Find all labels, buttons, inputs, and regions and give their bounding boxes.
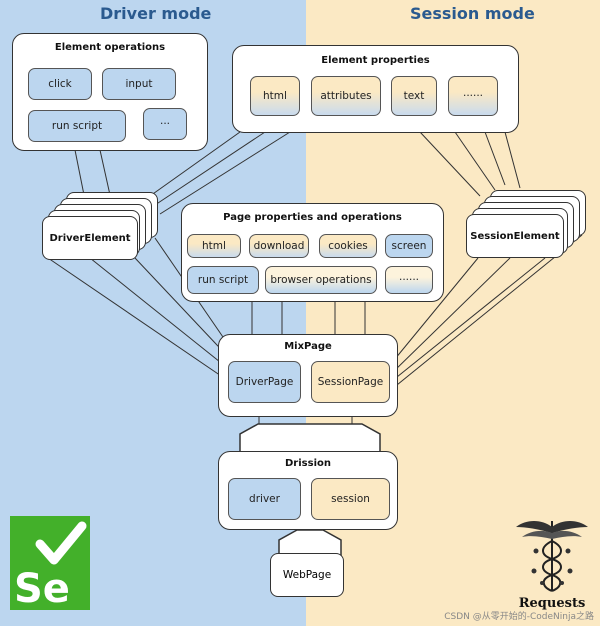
- op-click: click: [28, 68, 92, 100]
- op-run-script: run script: [28, 110, 126, 142]
- csdn-watermark: CSDN @从零开始的-CodeNinja之路: [444, 612, 594, 622]
- element-properties-title: Element properties: [321, 55, 430, 66]
- mixpage-box: MixPage DriverPage SessionPage: [218, 334, 398, 417]
- drission-box: Drission driver session: [218, 451, 398, 530]
- selenium-logo-text: Se: [14, 566, 70, 610]
- op-input: input: [102, 68, 176, 100]
- requests-logo-text: Requests: [519, 596, 586, 611]
- page-properties-box: Page properties and operations html down…: [181, 203, 444, 302]
- element-operations-box: Element operations click input run scrip…: [12, 33, 208, 151]
- webpage-box: WebPage: [270, 553, 344, 597]
- driver-page: DriverPage: [228, 361, 301, 403]
- page-run-script: run script: [187, 266, 259, 294]
- prop-html: html: [250, 76, 300, 116]
- session-element: SessionElement: [466, 214, 564, 258]
- session-page: SessionPage: [311, 361, 390, 403]
- mixpage-title: MixPage: [284, 341, 332, 352]
- page-more: ······: [385, 266, 433, 294]
- page-browser-operations: browser operations: [265, 266, 377, 294]
- prop-more: ······: [448, 76, 498, 116]
- page-properties-title: Page properties and operations: [223, 212, 402, 223]
- drission-title: Drission: [285, 458, 331, 469]
- page-download: download: [249, 234, 309, 258]
- page-html: html: [187, 234, 241, 258]
- prop-text: text: [391, 76, 437, 116]
- driver-mode-title: Driver mode: [100, 4, 212, 23]
- drission-session: session: [311, 478, 390, 520]
- element-operations-title: Element operations: [54, 42, 166, 53]
- page-cookies: cookies: [319, 234, 377, 258]
- session-mode-title: Session mode: [410, 4, 535, 23]
- page-screen: screen: [385, 234, 433, 258]
- selenium-logo: Se: [10, 516, 90, 612]
- op-more: ···: [143, 108, 187, 140]
- requests-logo: Requests: [512, 515, 592, 613]
- driver-element: DriverElement: [42, 216, 138, 260]
- element-properties-box: Element properties html attributes text …: [232, 45, 519, 133]
- drission-driver: driver: [228, 478, 301, 520]
- prop-attributes: attributes: [311, 76, 381, 116]
